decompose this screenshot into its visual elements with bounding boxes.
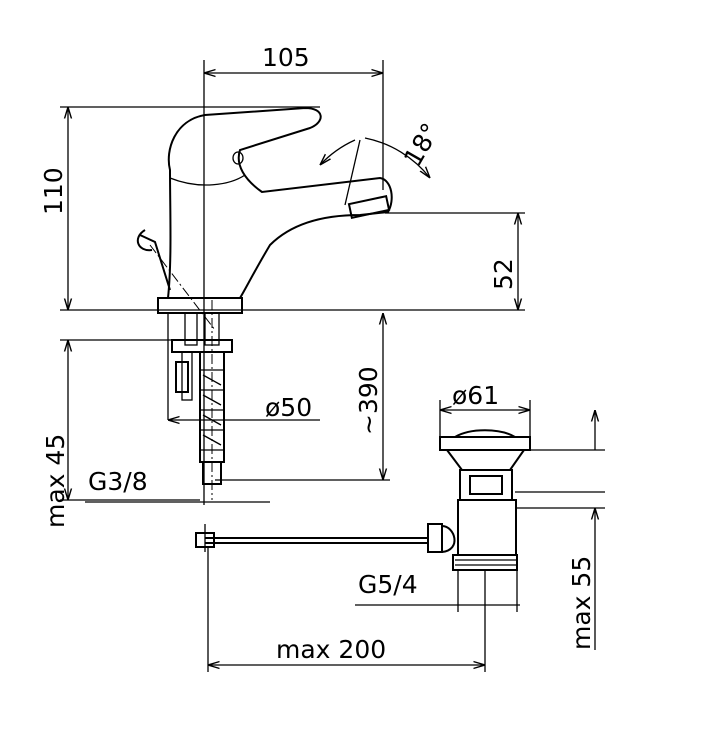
drain-valve: [195, 429, 531, 571]
dim-61: ø61: [452, 381, 499, 410]
dim-max-200: max 200: [276, 635, 386, 664]
dim-105: 105: [262, 43, 310, 72]
thread-g38: G3/8: [88, 467, 148, 496]
dim-max-55: max 55: [567, 556, 596, 650]
dim-110: 110: [39, 167, 68, 215]
dim-angle: 18°: [398, 118, 445, 171]
dim-390: ~390: [354, 366, 383, 435]
dim-50: ø50: [265, 393, 312, 422]
dim-max-45: max 45: [41, 434, 70, 528]
faucet: [136, 106, 393, 500]
dim-52: 52: [489, 258, 518, 290]
dimension-lines: [60, 60, 605, 672]
thread-g54: G5/4: [358, 570, 418, 599]
